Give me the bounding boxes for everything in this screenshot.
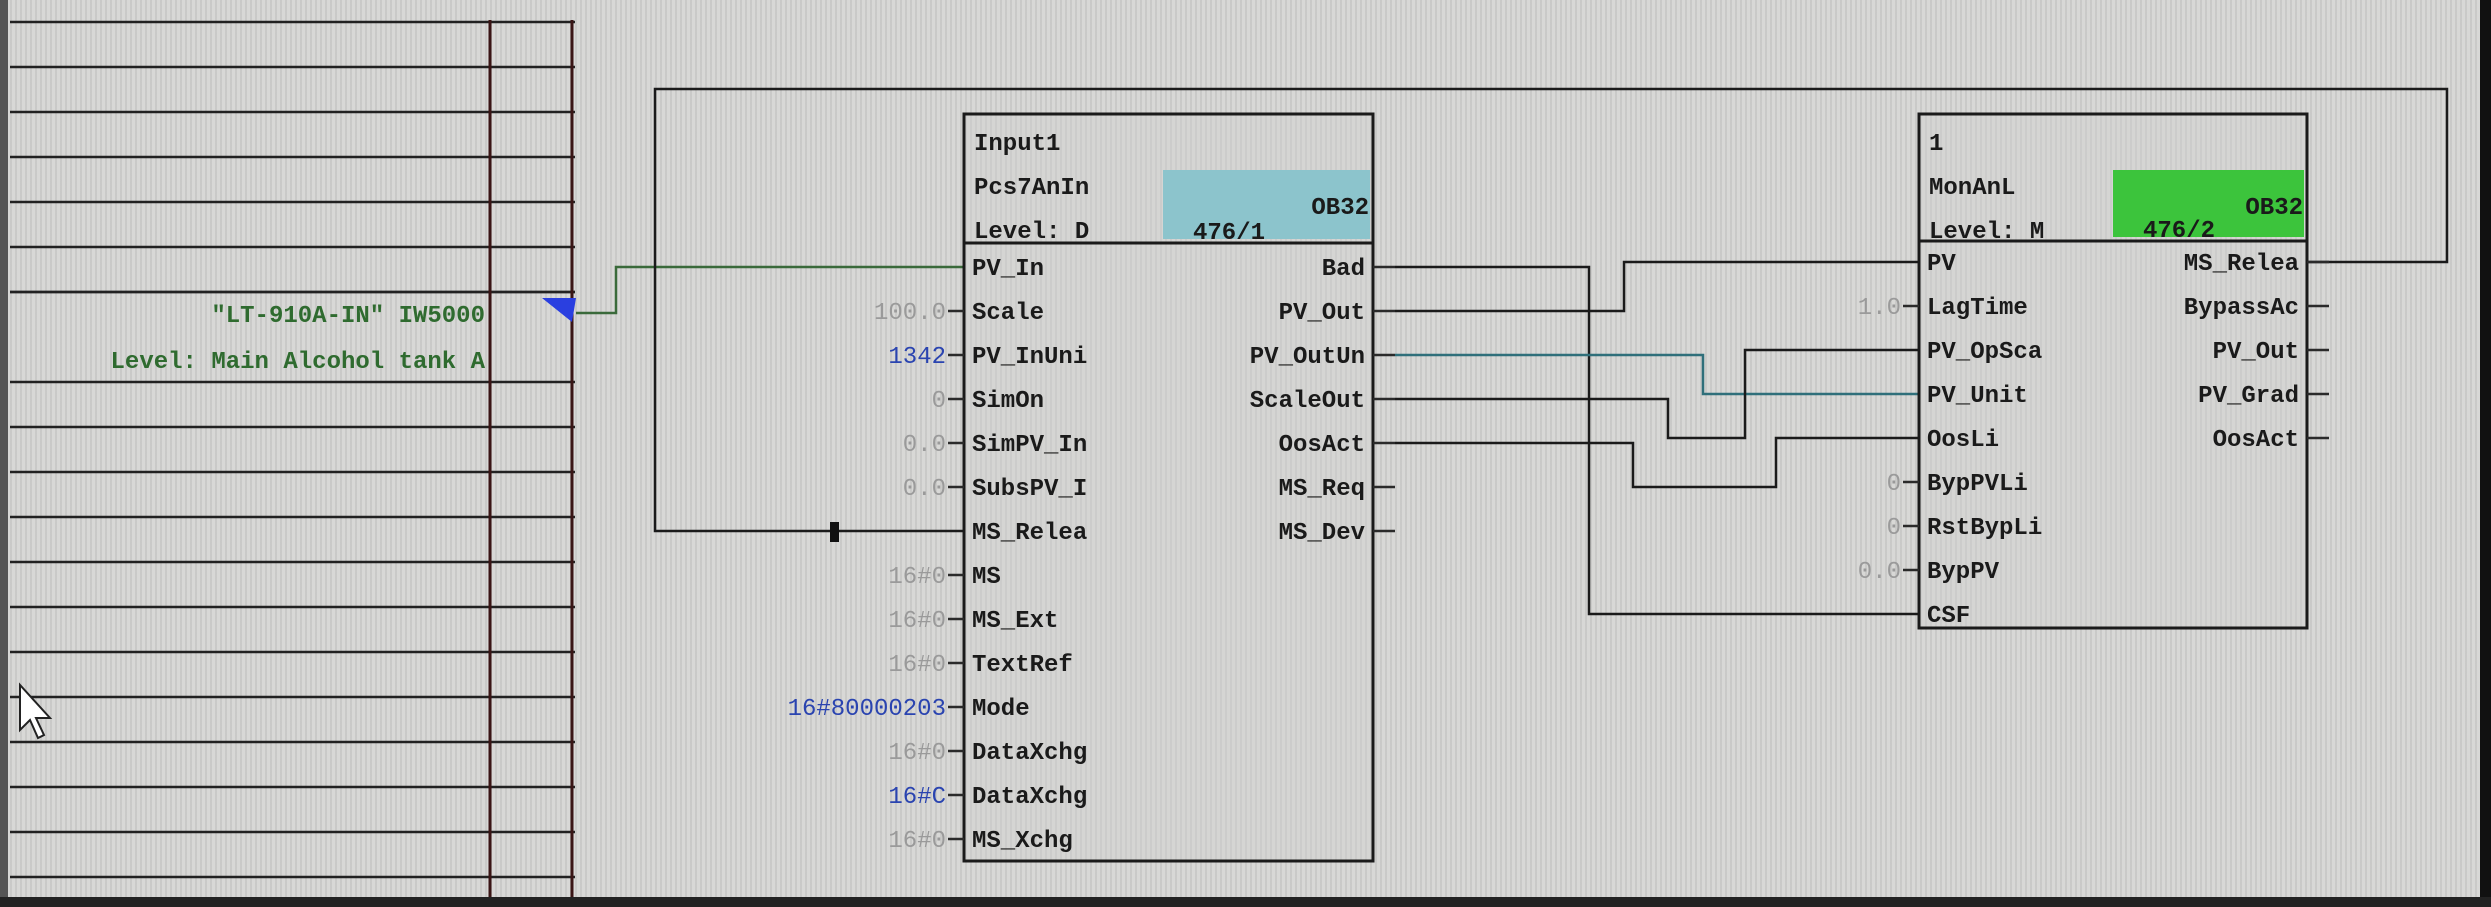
input-value[interactable]: 0.0 [1858, 559, 1901, 586]
input-pin-dataxchg[interactable]: DataXchg [972, 740, 1087, 767]
input-pin-subspv_i[interactable]: SubsPV_I [972, 476, 1087, 503]
input-pin-dataxchg[interactable]: DataXchg [972, 784, 1087, 811]
wire-pv-out-to-pv[interactable] [1395, 260, 1919, 313]
tag-name: "LT-910A-IN" IW5000 [211, 303, 485, 330]
output-pin-pv_grad[interactable]: PV_Grad [2198, 383, 2299, 410]
input-value[interactable]: 16#0 [888, 564, 946, 591]
input-pin-lagtime[interactable]: LagTime [1927, 295, 2028, 322]
input-pin-pv_opsca[interactable]: PV_OpSca [1927, 339, 2042, 366]
input-value[interactable]: 0 [1887, 471, 1901, 498]
output-pin-pv_out[interactable]: PV_Out [1279, 300, 1365, 327]
input-value[interactable]: 0 [1887, 515, 1901, 542]
runtime-status-box [2113, 170, 2304, 237]
wire-oosact-to-oosli[interactable] [1395, 436, 1919, 489]
block-instance-name: 1 [1929, 131, 1943, 158]
wire-bad-to-csf[interactable] [1395, 265, 1919, 616]
tag-reference[interactable]: "LT-910A-IN" IW5000 Level: Main Alcohol … [111, 298, 576, 376]
block-level: Level: M [1929, 219, 2044, 246]
output-pin-ms_dev[interactable]: MS_Dev [1279, 520, 1365, 547]
wire-tag-to-pv-in[interactable] [576, 265, 964, 315]
block-level: Level: D [974, 219, 1089, 246]
input-pin-ms_xchg[interactable]: MS_Xchg [972, 828, 1073, 855]
input-pin-pv_inuni[interactable]: PV_InUni [972, 344, 1087, 371]
run-sequence-ob: OB32 [2245, 195, 2303, 222]
input-pin-oosli[interactable]: OosLi [1927, 427, 1999, 454]
input-pin-simon[interactable]: SimOn [972, 388, 1044, 415]
left-edge [0, 0, 8, 907]
input-pin-ms_relea[interactable]: MS_Relea [972, 520, 1087, 547]
output-pin-oosact[interactable]: OosAct [1279, 432, 1365, 459]
input-value[interactable]: 1.0 [1858, 295, 1901, 322]
tag-comment: Level: Main Alcohol tank A [111, 349, 486, 376]
input-value[interactable]: 1342 [888, 344, 946, 371]
input-value[interactable]: 16#C [888, 784, 946, 811]
output-pin-ms_relea[interactable]: MS_Relea [2184, 251, 2299, 278]
input-value[interactable]: 16#0 [888, 828, 946, 855]
output-pin-bad[interactable]: Bad [1322, 256, 1365, 283]
input-value[interactable]: 0.0 [903, 476, 946, 503]
runtime-status-box [1163, 170, 1370, 239]
output-pin-pv_out[interactable]: PV_Out [2213, 339, 2299, 366]
input-pin-rstbypli[interactable]: RstBypLi [1927, 515, 2042, 542]
output-pin-scaleout[interactable]: ScaleOut [1250, 388, 1365, 415]
block-type: MonAnL [1929, 175, 2015, 202]
output-pin-ms_req[interactable]: MS_Req [1279, 476, 1365, 503]
input-pin-ms_ext[interactable]: MS_Ext [972, 608, 1058, 635]
output-pin-pv_outun[interactable]: PV_OutUn [1250, 344, 1365, 371]
run-sequence-ob: OB32 [1311, 195, 1369, 222]
block-instance-name: Input1 [974, 131, 1060, 158]
input-value[interactable]: 16#0 [888, 740, 946, 767]
input-pin-pv_in[interactable]: PV_In [972, 256, 1044, 283]
input-pin-ms[interactable]: MS [972, 564, 1001, 591]
wire-scaleout-to-pv-opsca[interactable] [1395, 348, 1919, 440]
input-pin-textref[interactable]: TextRef [972, 652, 1073, 679]
input-value[interactable]: 16#80000203 [788, 696, 946, 723]
input-pin-pv[interactable]: PV [1927, 251, 1956, 278]
wire-ms-relea-loop[interactable] [653, 87, 2449, 533]
input-value[interactable]: 16#0 [888, 652, 946, 679]
input-pin-pv_unit[interactable]: PV_Unit [1927, 383, 2028, 410]
output-pin-oosact[interactable]: OosAct [2213, 427, 2299, 454]
output-pin-bypassac[interactable]: BypassAc [2184, 295, 2299, 322]
input-value[interactable]: 16#0 [888, 608, 946, 635]
run-sequence-number: 476/1 [1193, 220, 1265, 247]
mouse-cursor-icon [19, 682, 53, 740]
input-pin-byppv[interactable]: BypPV [1927, 559, 2000, 586]
input-value[interactable]: 0 [932, 388, 946, 415]
bottom-edge [0, 897, 2491, 907]
input-pin-byppvli[interactable]: BypPVLi [1927, 471, 2028, 498]
wire-pv-outun-to-pv-unit[interactable] [1395, 353, 1919, 396]
right-edge [2480, 0, 2491, 907]
connections [576, 87, 2449, 616]
block-type: Pcs7AnIn [974, 175, 1089, 202]
input-pin-csf[interactable]: CSF [1927, 603, 1970, 630]
connection-marker [830, 522, 839, 542]
run-sequence-number: 476/2 [2143, 218, 2215, 245]
connection-arrow-icon [542, 298, 576, 322]
input-value[interactable]: 0.0 [903, 432, 946, 459]
input-pin-simpv_in[interactable]: SimPV_In [972, 432, 1087, 459]
input-pin-scale[interactable]: Scale [972, 300, 1044, 327]
input-value[interactable]: 100.0 [874, 300, 946, 327]
input-pin-mode[interactable]: Mode [972, 696, 1030, 723]
sheet-margin-panel [10, 20, 575, 897]
